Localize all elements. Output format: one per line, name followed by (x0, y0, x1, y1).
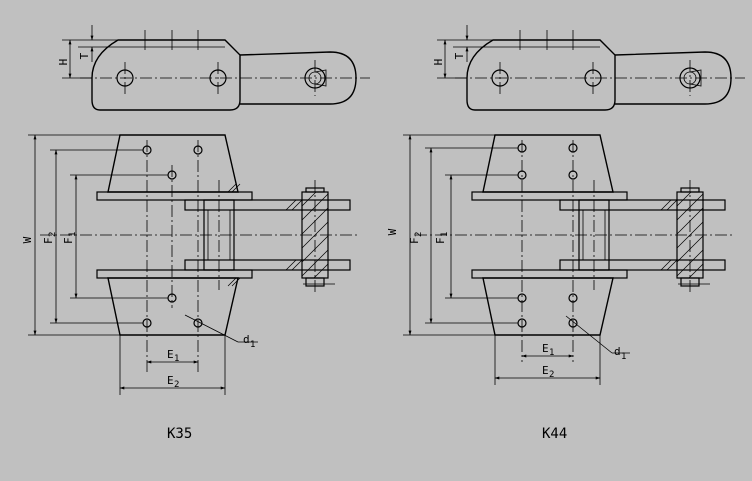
drawing-k44: H T (386, 25, 745, 442)
k44-dim-f2: F 2 (408, 232, 424, 244)
k35-title: K35 (167, 426, 192, 442)
k44-dim-f1: F 1 (434, 232, 450, 244)
k44-dim-w: W (386, 228, 399, 235)
svg-text:F: F (62, 237, 75, 244)
k44-top-view: H T (432, 25, 745, 111)
k44-title: K44 (542, 426, 567, 442)
svg-text:2: 2 (414, 232, 424, 237)
k44-dim-t: T (453, 52, 466, 59)
svg-text:2: 2 (174, 380, 179, 390)
k35-dim-f1: F 1 (62, 232, 78, 244)
svg-text:1: 1 (250, 340, 255, 350)
svg-text:2: 2 (48, 232, 58, 237)
k35-dim-f2: F 2 (42, 232, 58, 244)
svg-text:F: F (42, 237, 55, 244)
k35-top-view: H T (57, 25, 370, 111)
k35-dim-e1: E 1 (167, 348, 179, 364)
k44-dim-h: H (432, 59, 445, 66)
svg-text:1: 1 (621, 352, 626, 362)
k35-dim-w: W (21, 236, 34, 243)
k35-front-view: W F 2 F 1 E 1 E 2 d (21, 134, 360, 395)
svg-text:1: 1 (440, 232, 450, 237)
drawing-k35: H T (21, 25, 370, 442)
svg-text:F: F (434, 237, 447, 244)
k35-dim-d1: d 1 (243, 333, 255, 350)
svg-text:F: F (408, 237, 421, 244)
svg-text:E: E (167, 374, 174, 387)
k44-dim-d1: d 1 (614, 345, 626, 362)
k35-dim-t: T (78, 52, 91, 59)
k35-dim-e2: E 2 (167, 374, 179, 390)
svg-text:E: E (167, 348, 174, 361)
svg-text:E: E (542, 364, 549, 377)
k44-dim-e1: E 1 (542, 342, 554, 358)
svg-text:d: d (614, 345, 621, 358)
k35-hatching (227, 183, 329, 287)
svg-text:1: 1 (549, 348, 554, 358)
svg-text:d: d (243, 333, 250, 346)
svg-text:E: E (542, 342, 549, 355)
k35-dim-h: H (57, 59, 70, 66)
k44-dim-e2: E 2 (542, 364, 554, 380)
svg-text:1: 1 (68, 232, 78, 237)
svg-text:2: 2 (549, 370, 554, 380)
svg-text:1: 1 (174, 354, 179, 364)
k44-front-view: W F 2 F 1 E 1 E 2 d 1 (386, 134, 735, 385)
